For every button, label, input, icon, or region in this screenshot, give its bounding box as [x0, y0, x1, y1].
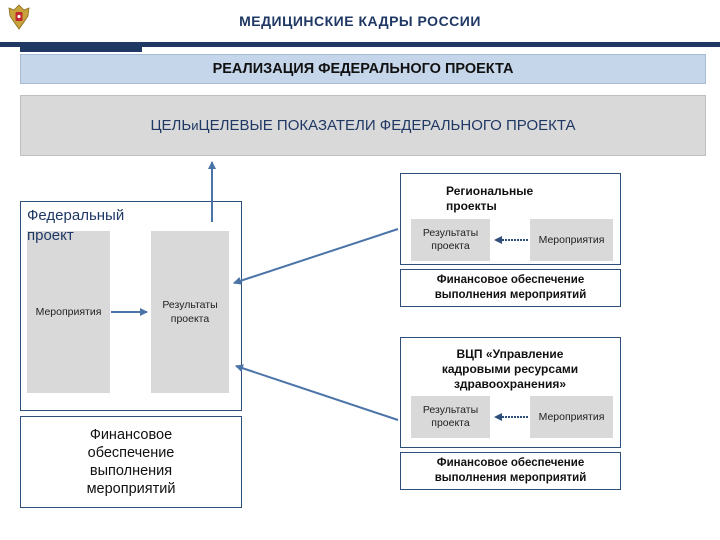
federal-financing-label: Финансовое обеспечение выполнения меропр… — [86, 427, 176, 497]
goal-title-part2: ЦЕЛЕВЫЕ ПОКАЗАТЕЛИ ФЕДЕРАЛЬНОГО ПРОЕКТА — [198, 117, 576, 134]
coat-of-arms-icon — [4, 2, 34, 32]
regional-results-box: Результаты проекта — [411, 219, 490, 261]
goal-title-connector: и — [191, 118, 199, 133]
header-tab-accent — [20, 44, 142, 52]
goal-box: ЦЕЛЬ и ЦЕЛЕВЫЕ ПОКАЗАТЕЛИ ФЕДЕРАЛЬНОГО П… — [20, 95, 706, 156]
section-title: РЕАЛИЗАЦИЯ ФЕДЕРАЛЬНОГО ПРОЕКТА — [20, 54, 706, 84]
federal-financing-box: Финансовое обеспечение выполнения меропр… — [20, 416, 242, 508]
federal-activities-box: Мероприятия — [27, 231, 110, 393]
federal-results-box: Результаты проекта — [151, 231, 229, 393]
regional-projects-title: Региональные проекты — [446, 184, 534, 213]
regional-activities-box: Мероприятия — [530, 219, 613, 261]
federal-project-title: Федеральный проект — [27, 207, 125, 244]
header-title: МЕДИЦИНСКИЕ КАДРЫ РОССИИ — [239, 13, 481, 29]
vcp-results-box: Результаты проекта — [411, 396, 490, 438]
vcp-title: ВЦП «Управление кадровыми ресурсами здра… — [441, 347, 579, 391]
arrow-regional-to-federal — [233, 228, 399, 285]
regional-financing-box: Финансовое обеспечение выполнения меропр… — [400, 269, 621, 307]
vcp-activities-box: Мероприятия — [530, 396, 613, 438]
vcp-financing-label: Финансовое обеспечение выполнения меропр… — [434, 457, 587, 484]
federal-results-label: Результаты проекта — [162, 299, 218, 325]
federal-activities-label: Мероприятия — [35, 306, 102, 318]
header-divider — [0, 42, 720, 47]
vcp-financing-box: Финансовое обеспечение выполнения меропр… — [400, 452, 621, 490]
vcp-activities-label: Мероприятия — [538, 410, 605, 423]
regional-financing-label: Финансовое обеспечение выполнения меропр… — [434, 274, 587, 301]
regional-results-label: Результаты проекта — [422, 227, 479, 252]
regional-activities-label: Мероприятия — [538, 233, 605, 246]
vcp-results-label: Результаты проекта — [422, 404, 479, 429]
goal-title-part1: ЦЕЛЬ — [150, 117, 192, 134]
arrow-vcp-to-federal — [235, 364, 399, 421]
